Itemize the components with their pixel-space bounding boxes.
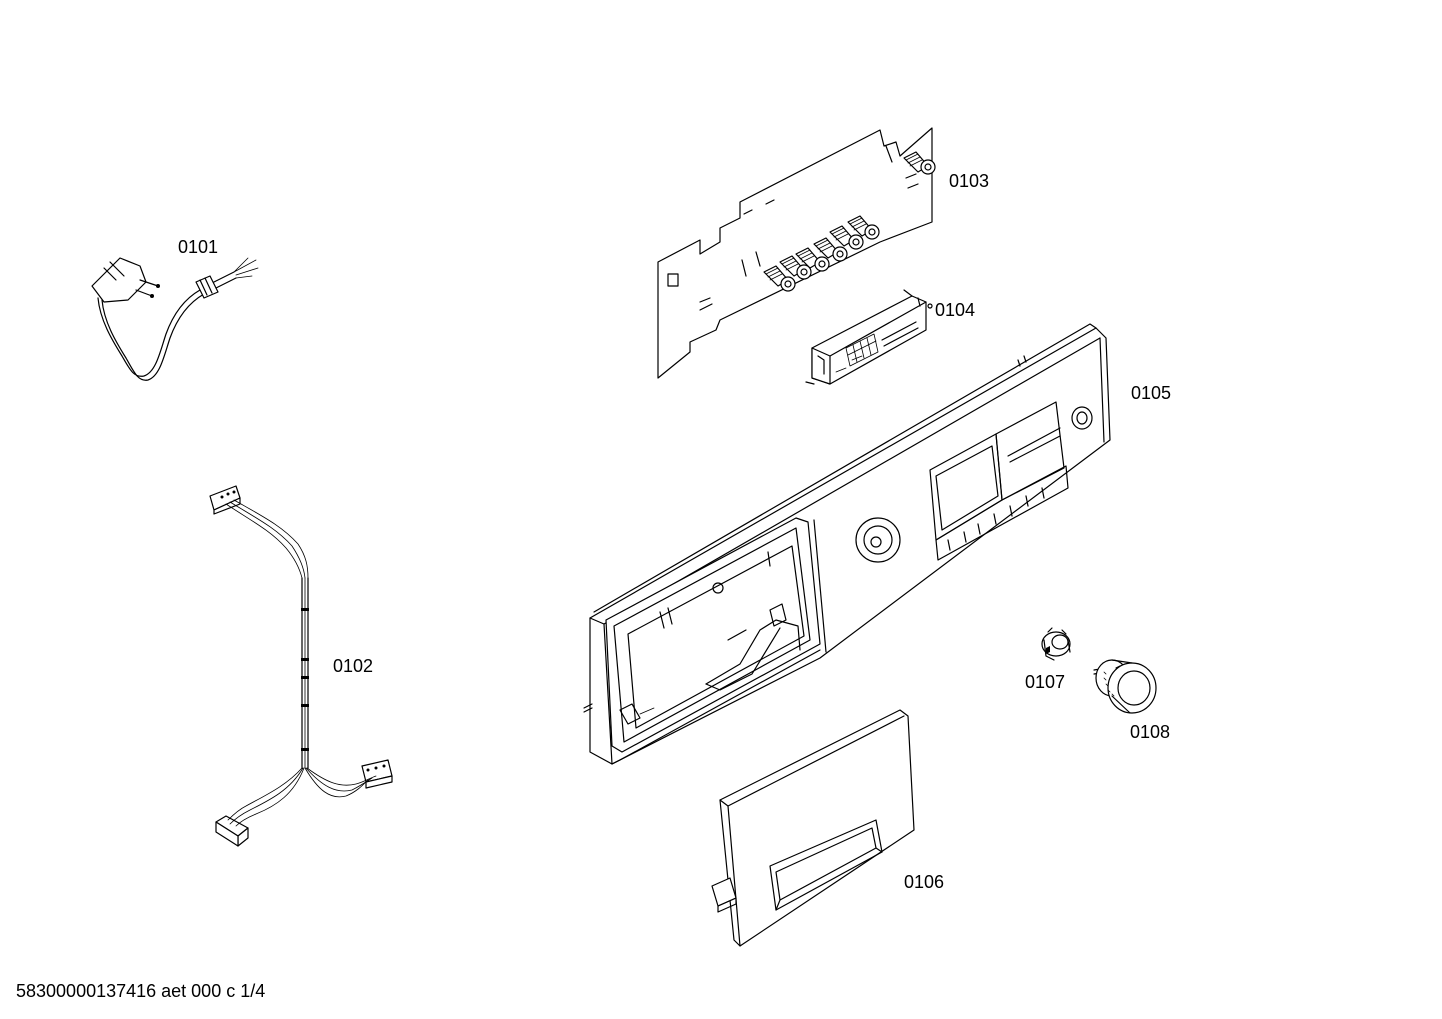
part-0103-circuit-board — [657, 127, 936, 379]
part-0101-power-cord — [91, 257, 259, 381]
pcb-knob — [847, 215, 880, 240]
part-label-0104: 0104 — [935, 300, 976, 320]
part-0108-control-knob — [1093, 659, 1157, 714]
part-label-0108: 0108 — [1130, 722, 1171, 742]
part-0105-control-panel — [583, 323, 1111, 765]
part-0104-switch-holder — [805, 289, 933, 385]
part-label-0103: 0103 — [949, 171, 990, 191]
part-label-0105: 0105 — [1131, 383, 1172, 403]
part-label-0107: 0107 — [1025, 672, 1066, 692]
part-label-0102: 0102 — [333, 656, 374, 676]
pcb-knob — [903, 151, 936, 175]
part-0106-drawer-front — [711, 709, 915, 947]
pcb-knob — [829, 225, 864, 250]
part-label-0101: 0101 — [178, 237, 219, 257]
document-footer-id: 58300000137416 aet 000 c 1/4 — [16, 981, 266, 1001]
part-label-0106: 0106 — [904, 872, 945, 892]
pcb-knob — [795, 247, 830, 272]
part-0107-knob-adapter — [1041, 627, 1071, 661]
pcb-knob — [813, 237, 848, 262]
pcb-knob — [763, 265, 796, 292]
part-0102-wiring-harness — [209, 485, 393, 847]
pcb-knob — [779, 255, 812, 280]
